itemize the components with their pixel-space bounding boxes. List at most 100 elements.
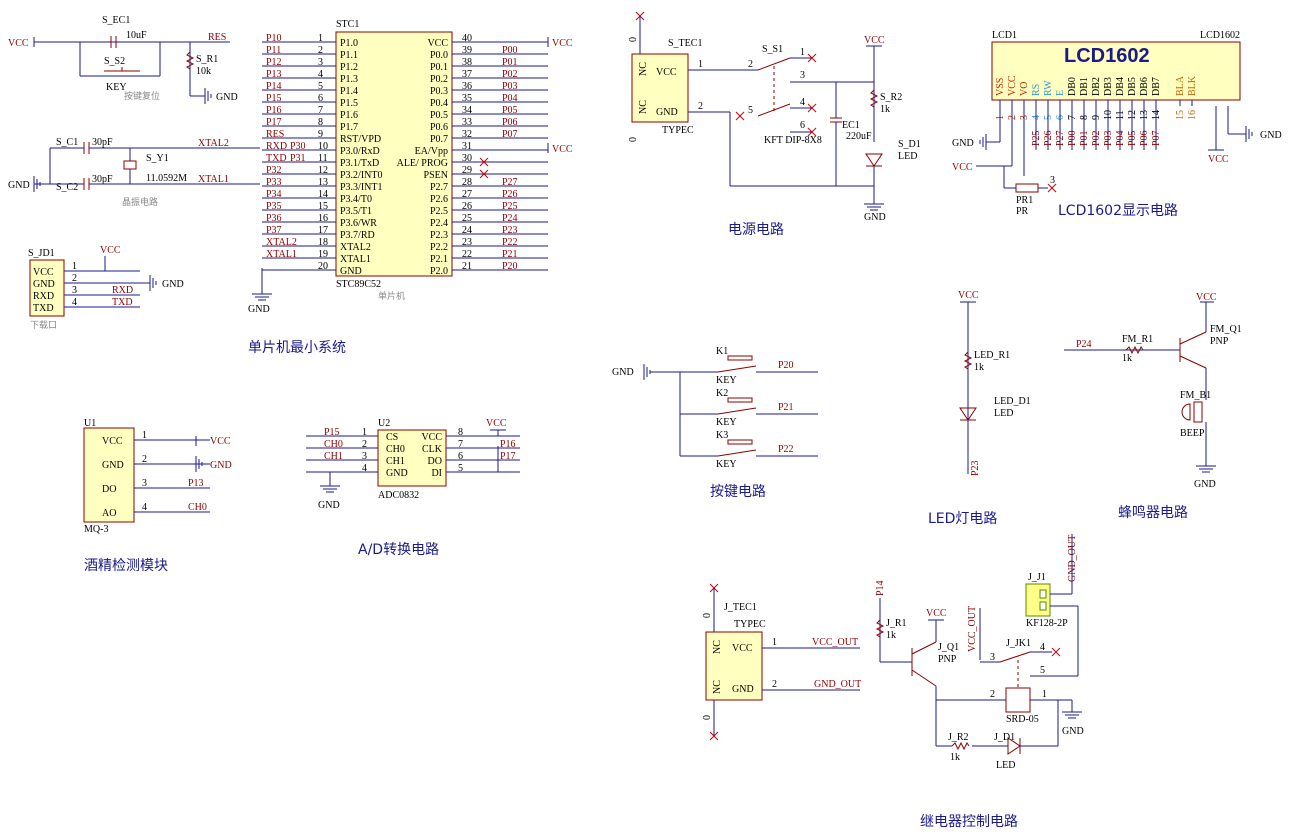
- mcu-left-pin-net: RES: [266, 129, 284, 140]
- key-type: KEY: [716, 459, 737, 470]
- crystal-gnd-label: GND: [8, 180, 30, 191]
- power-typec-gnd-pin: GND: [656, 107, 678, 118]
- mcu-right-pin-name: EA/Vpp: [415, 146, 448, 157]
- download-pin-net: RXD: [112, 285, 133, 296]
- lcd-pr-designator: PR1: [1016, 195, 1033, 206]
- download-gnd-label: GND: [162, 279, 184, 290]
- crystal-y1-designator: S_Y1: [146, 153, 169, 164]
- mcu-right-pin-name: P0.7: [430, 134, 448, 145]
- mcu-right-pin-number: 29: [462, 165, 472, 176]
- title-buzzer: 蜂鸣器电路: [1118, 504, 1188, 521]
- power-sw-n2: 2: [748, 59, 753, 70]
- mcu-left-pin-name: GND: [340, 266, 362, 277]
- lcd-body: [991, 41, 1241, 101]
- key-designator: K3: [716, 430, 728, 441]
- relay-typec-type: TYPEC: [734, 619, 766, 630]
- adc-left-pin-name: CS: [386, 432, 398, 443]
- relay-jk-n3: 3: [990, 652, 995, 663]
- relay-q1-type: PNP: [938, 654, 957, 665]
- crystal-c1-designator: S_C1: [56, 137, 78, 148]
- title-relay: 继电器控制电路: [920, 814, 1018, 830]
- power-typec-designator: S_TEC1: [668, 38, 702, 49]
- mcu-right-pin-net: P03: [502, 81, 518, 92]
- mcu-right-pin-name: P2.7: [430, 182, 448, 193]
- mcu-right-pin-name: PSEN: [424, 170, 448, 181]
- buzzer-circuit: VCC P24 FM_R1 1k FM_Q1 PNP FM_B1 BEEP GN…: [1064, 292, 1242, 490]
- power-sw-n1: 1: [800, 47, 805, 58]
- mcu-left-pin-net: P16: [266, 105, 282, 116]
- power-sw-n5: 5: [748, 105, 753, 116]
- lcd-pin-net: P07: [1151, 130, 1162, 146]
- adc-gnd-label: GND: [318, 500, 340, 511]
- reset-gnd-label: GND: [216, 92, 238, 103]
- lcd-pin-name: DB5: [1127, 77, 1138, 96]
- lcd-pin-name: E: [1055, 90, 1066, 96]
- mcu-left-pin-name: P1.0: [340, 38, 358, 49]
- lcd-designator: LCD1: [992, 30, 1017, 41]
- lcd-pin-net: P01: [1079, 130, 1090, 146]
- lcd-pin-name: RW: [1043, 80, 1054, 96]
- relay-r1-value: 1k: [886, 630, 896, 641]
- lcd-vcc-label-left: VCC: [952, 162, 973, 173]
- alcohol-pin-name: VCC: [102, 436, 123, 447]
- mcu-left-pin-number: 12: [318, 165, 328, 176]
- mcu-left-pin-number: 6: [318, 93, 323, 104]
- reset-cap-value: 10uF: [126, 30, 147, 41]
- download-pin-net: TXD: [112, 297, 133, 308]
- mcu-left-pin-number: 5: [318, 81, 323, 92]
- relay-r1-designator: J_R1: [886, 618, 907, 629]
- crystal-c2-designator: S_C2: [56, 182, 78, 193]
- mcu-vcc31-label: VCC: [552, 144, 573, 155]
- lcd-pin-name: DB3: [1103, 77, 1114, 96]
- mcu-left-pin-name: RST/VPD: [340, 134, 381, 145]
- mcu-left-pin-number: 18: [318, 237, 328, 248]
- mcu-left-pin-number: 14: [318, 189, 328, 200]
- mcu-left-pin-net: XTAL2: [266, 237, 297, 248]
- buzzer-resistor-value: 1k: [1122, 353, 1132, 364]
- relay-gnd-out-label: GND_OUT: [814, 679, 861, 690]
- download-pin-name: RXD: [33, 291, 54, 302]
- title-power: 电源电路: [728, 222, 784, 238]
- download-pin-number: 2: [72, 273, 77, 284]
- mcu-left-pin-name: P1.5: [340, 98, 358, 109]
- mcu-left-pin-net: P34: [266, 189, 282, 200]
- mcu-body: [335, 31, 453, 277]
- power-vcc-label: VCC: [864, 35, 885, 46]
- mcu-right-pin-name: VCC: [427, 38, 448, 49]
- mcu-left-pin-net: P12: [266, 57, 282, 68]
- lcd-pin-name: BLK: [1187, 75, 1198, 96]
- mcu-left-pin-number: 8: [318, 117, 323, 128]
- adc-right-pin-net: P17: [500, 451, 516, 462]
- relay-d1-type: LED: [996, 760, 1015, 771]
- mcu-right-pin-number: 34: [462, 105, 472, 116]
- buzzer-gnd-label: GND: [1194, 479, 1216, 490]
- power-typec-nc2: NC: [638, 100, 649, 114]
- lcd-vcc-label-right: VCC: [1208, 154, 1229, 165]
- mcu-left-pin-number: 11: [318, 153, 328, 164]
- mcu-right-pin-name: P2.5: [430, 206, 448, 217]
- mcu-right-pin-net: P21: [502, 249, 518, 260]
- lcd-pin-number: 16: [1187, 110, 1198, 120]
- relay-typec-vcc-pin: VCC: [732, 643, 753, 654]
- mcu-left-pin-net: P17: [266, 117, 282, 128]
- mcu-left-pin-number: 13: [318, 177, 328, 188]
- key-type: KEY: [716, 375, 737, 386]
- alcohol-pin-net: CH0: [188, 502, 207, 513]
- power-typec-type: TYPEC: [662, 125, 694, 136]
- mcu-left-pin-net: P11: [266, 45, 281, 56]
- reset-resistor-value: 10k: [196, 66, 211, 77]
- relay-r2-value: 1k: [950, 752, 960, 763]
- alcohol-pin-name: AO: [102, 508, 116, 519]
- led-resistor-value: 1k: [974, 362, 984, 373]
- crystal-note: 晶振电路: [122, 196, 158, 208]
- lcd-pin-name: DB1: [1079, 77, 1090, 96]
- power-sw-n6: 6: [800, 120, 805, 131]
- mcu-right-pin-number: 24: [462, 225, 472, 236]
- adc-left-pin-name: CH0: [386, 444, 405, 455]
- adc-body: [377, 429, 447, 487]
- mcu-part-number: STC89C52: [336, 279, 381, 290]
- title-mcu: 单片机最小系统: [248, 340, 346, 356]
- key-net: P22: [778, 444, 794, 455]
